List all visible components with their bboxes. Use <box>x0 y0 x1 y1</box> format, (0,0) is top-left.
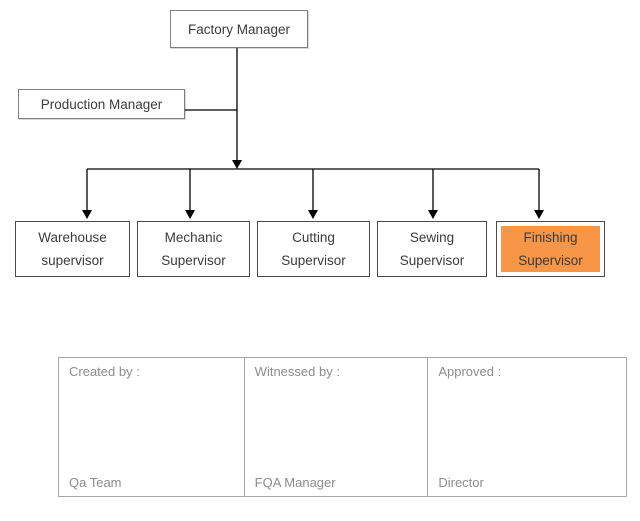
supervisor-label-line2: Supervisor <box>161 253 226 268</box>
production-manager-box: Production Manager <box>18 89 185 119</box>
factory-manager-box: Factory Manager <box>170 10 308 48</box>
created-by-label: Created by : <box>69 364 140 379</box>
arrowhead-cutting-icon <box>308 210 318 219</box>
supervisor-label-line1: Warehouse <box>38 230 107 245</box>
arrowhead-finishing-icon <box>534 210 544 219</box>
supervisor-box-warehouse: Warehouse supervisor <box>15 221 130 277</box>
production-manager-label: Production Manager <box>40 96 163 112</box>
supervisor-label-line1: Cutting <box>292 230 335 245</box>
approval-table: Created by : Qa Team Witnessed by : FQA … <box>58 357 627 497</box>
supervisor-label-line1: Mechanic <box>164 230 223 245</box>
supervisor-box-sewing: Sewing Supervisor <box>377 221 487 277</box>
supervisor-label-line2: Supervisor <box>281 253 346 268</box>
supervisor-box-cutting: Cutting Supervisor <box>257 221 370 277</box>
finishing-highlight: Finishing Supervisor <box>501 226 600 272</box>
approved-label: Approved : <box>438 364 502 379</box>
arrowhead-hub-icon <box>232 160 242 169</box>
supervisor-box-finishing: Finishing Supervisor <box>496 221 605 277</box>
witnessed-by-value: FQA Manager <box>254 475 336 490</box>
supervisor-label-line2: supervisor <box>41 253 104 268</box>
approved-value: Director <box>438 475 484 490</box>
arrowhead-sewing-icon <box>428 210 438 219</box>
supervisor-box-mechanic: Mechanic Supervisor <box>137 221 250 277</box>
created-by-value: Qa Team <box>69 475 122 490</box>
approval-cell-witnessed-by: Witnessed by : FQA Manager <box>243 358 428 496</box>
witnessed-by-label: Witnessed by : <box>254 364 340 379</box>
approval-cell-created-by: Created by : Qa Team <box>59 358 244 496</box>
factory-manager-label: Factory Manager <box>187 21 291 37</box>
supervisor-label-line1: Finishing <box>523 230 578 245</box>
arrowhead-mechanic-icon <box>185 210 195 219</box>
arrowhead-warehouse-icon <box>82 210 92 219</box>
supervisor-label-line1: Sewing <box>409 230 455 245</box>
approval-cell-approved: Approved : Director <box>427 358 626 496</box>
supervisor-label-line2: Supervisor <box>399 253 465 268</box>
supervisor-label-line2: Supervisor <box>518 253 583 268</box>
